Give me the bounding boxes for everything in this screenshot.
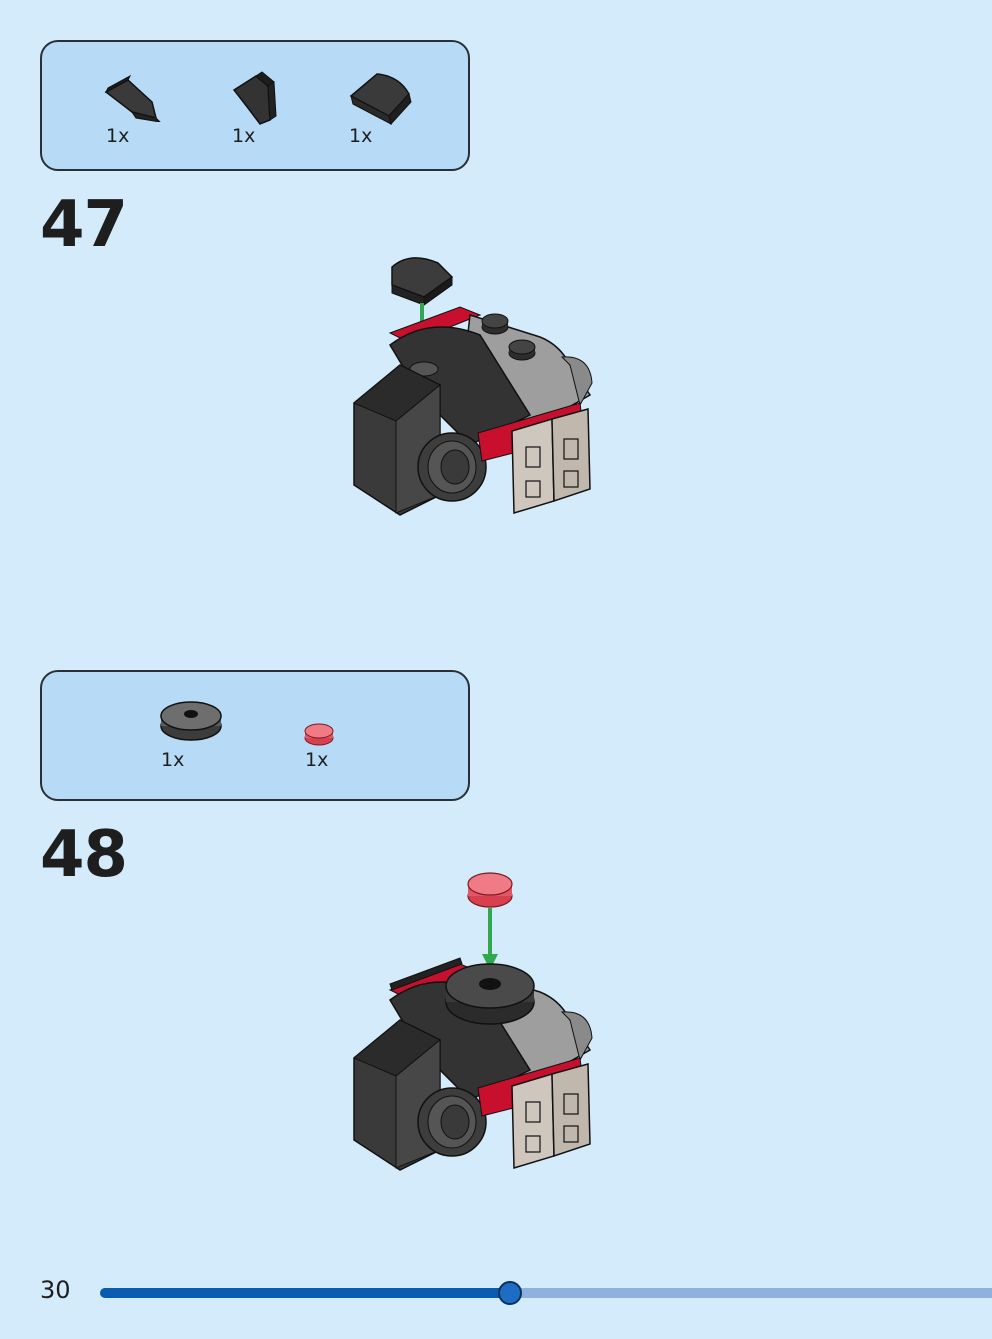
progress-bar [100, 1281, 992, 1305]
part-qty: 1x [305, 749, 329, 771]
step-number: 47 [40, 188, 128, 262]
parts-callout-step-48: 1x 1x [40, 670, 470, 801]
trans-red-round-plate-icon [304, 723, 334, 746]
part-qty: 1x [106, 125, 130, 147]
progress-bar-knob [498, 1281, 522, 1305]
black-wedge-plate-icon [232, 71, 277, 125]
assembly-model-step-47 [340, 245, 610, 529]
black-wedge-plate-icon [104, 74, 161, 122]
part-gray-round-tile [157, 700, 237, 790]
part-qty: 1x [161, 749, 185, 771]
page-number: 30 [40, 1276, 71, 1304]
part-qty: 1x [349, 125, 373, 147]
part-qty: 1x [232, 125, 256, 147]
progress-bar-fill [100, 1288, 510, 1298]
parts-callout-step-47: 1x 1x 1x [40, 40, 470, 171]
part-black-wedge-right [230, 62, 310, 152]
step-number: 48 [40, 818, 128, 892]
part-black-curved-slope [347, 68, 427, 158]
gray-round-tile-icon [160, 701, 222, 741]
assembly-model-step-48 [340, 866, 610, 1180]
black-curved-slope-icon [349, 73, 412, 126]
part-black-wedge-left [102, 62, 182, 152]
part-trans-red-round-plate [302, 720, 382, 810]
